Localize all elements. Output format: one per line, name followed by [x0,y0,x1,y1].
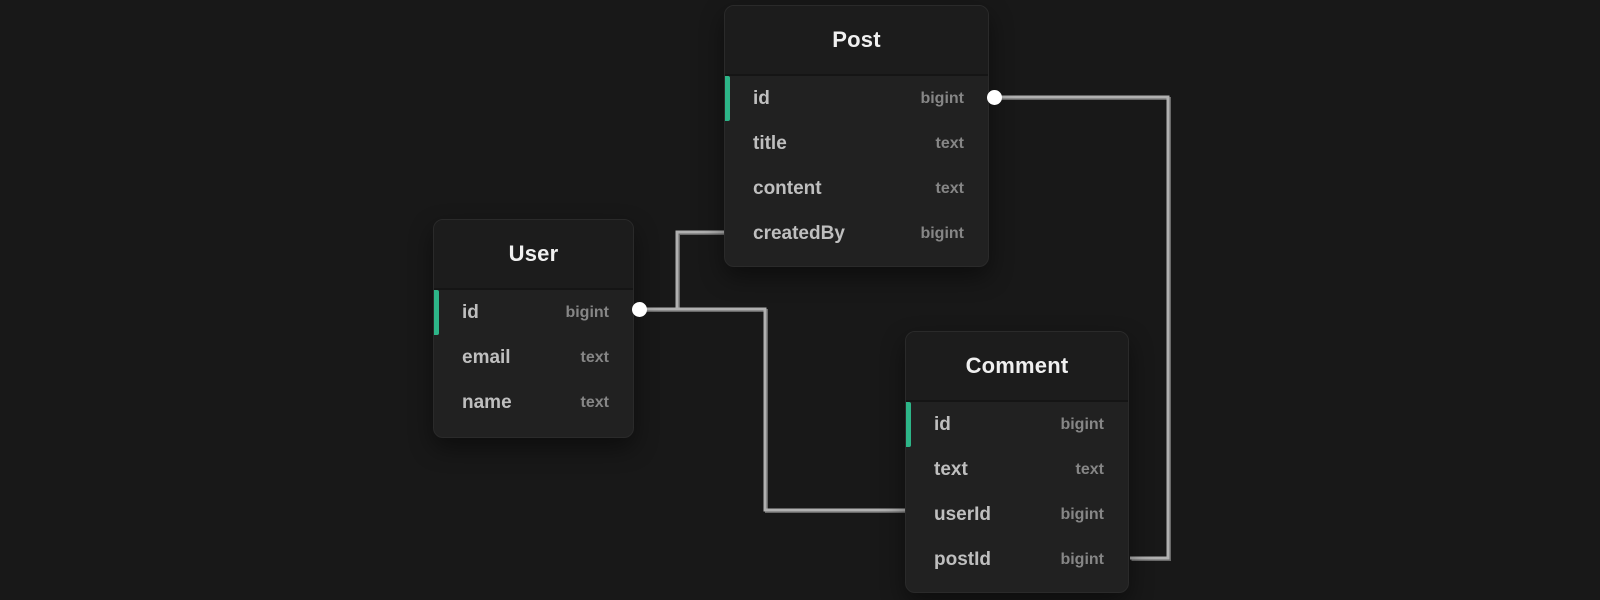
table-title-post: Post [832,27,881,52]
table-user[interactable]: User id bigint email text name text [433,219,634,438]
column-row-comment-postId[interactable]: postId bigint [906,537,1128,582]
field-type: bigint [1060,505,1104,523]
table-header-user[interactable]: User [434,220,633,290]
relationship-line-shadow [640,232,728,312]
table-header-comment[interactable]: Comment [906,332,1128,402]
field-type: bigint [920,89,964,107]
table-title-user: User [508,241,559,266]
column-row-comment-id[interactable]: id bigint [906,402,1128,447]
primary-key-indicator [906,402,911,447]
field-name: postId [934,548,991,570]
table-title-comment: Comment [965,353,1069,378]
primary-key-indicator [434,290,439,335]
connection-point-user-id[interactable] [631,301,647,317]
primary-key-indicator [725,76,730,121]
field-name: id [462,301,479,323]
field-type: text [935,179,964,197]
column-row-user-name[interactable]: name text [434,380,633,425]
table-header-post[interactable]: Post [725,6,988,76]
column-row-post-id[interactable]: id bigint [725,76,988,121]
field-type: text [580,393,609,411]
field-type: bigint [920,224,964,242]
column-row-post-createdBy[interactable]: createdBy bigint [725,211,988,256]
field-name: content [753,177,822,199]
field-type: bigint [1060,415,1104,433]
field-name: id [934,413,951,435]
field-type: bigint [565,303,609,321]
column-row-post-title[interactable]: title text [725,121,988,166]
column-row-comment-userId[interactable]: userId bigint [906,492,1128,537]
column-row-user-email[interactable]: email text [434,335,633,380]
relationship-line-post-id-to-comment-postid[interactable] [994,95,1170,560]
relationship-line-user-id-to-comment-userid[interactable] [639,307,907,512]
relationship-line-shadow [640,309,909,513]
field-name: userId [934,503,992,525]
field-type: text [935,134,964,152]
connection-point-post-id[interactable] [986,89,1002,105]
field-name: name [462,391,512,413]
field-type: text [1075,460,1104,478]
field-name: createdBy [753,222,845,244]
field-name: title [753,132,787,154]
table-post[interactable]: Post id bigint title text content text createdB… [724,5,989,267]
field-name: email [462,346,511,368]
column-row-comment-text[interactable]: text text [906,447,1128,492]
column-row-post-content[interactable]: content text [725,166,988,211]
relationship-line-user-id-to-post-createdby[interactable] [639,230,726,311]
field-name: id [753,87,770,109]
field-name: text [934,458,968,480]
field-type: text [580,348,609,366]
field-type: bigint [1060,550,1104,568]
column-row-user-id[interactable]: id bigint [434,290,633,335]
